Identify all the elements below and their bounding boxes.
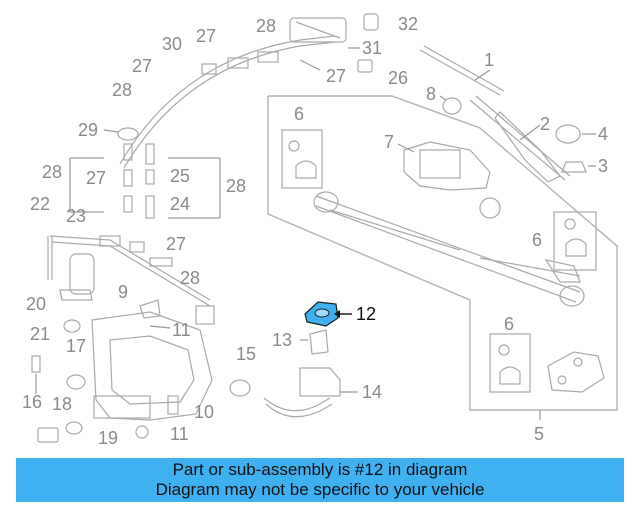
- callout-32: 32: [398, 14, 418, 34]
- banner-line-1: Part or sub-assembly is #12 in diagram: [172, 460, 468, 479]
- banner-line-2: Diagram may not be specific to your vehi…: [155, 480, 485, 499]
- callout-21: 21: [30, 324, 50, 344]
- callout-16: 16: [22, 392, 42, 412]
- callout-18: 18: [52, 394, 72, 414]
- detail-box-6-top: [281, 129, 323, 189]
- callout-30: 30: [162, 34, 182, 54]
- callout-13: 13: [272, 330, 292, 350]
- cap-parts: [439, 95, 596, 173]
- small-parts-lower-left: [31, 355, 179, 443]
- callout-28-b: 28: [112, 80, 132, 100]
- part-12-highlighted: [304, 301, 352, 327]
- callout-14: 14: [362, 382, 382, 402]
- callout-23: 23: [66, 206, 86, 226]
- callout-10: 10: [194, 402, 214, 422]
- callout-28-e: 28: [180, 268, 200, 288]
- washer-nozzle-assembly: [229, 329, 358, 418]
- callout-27-e: 27: [166, 234, 186, 254]
- callout-15: 15: [236, 344, 256, 364]
- callout-24: 24: [170, 194, 190, 214]
- callout-5: 5: [534, 424, 544, 444]
- callout-11-b: 11: [170, 424, 189, 444]
- mounting-bracket: [547, 351, 605, 393]
- callout-27-c: 27: [326, 66, 346, 86]
- callout-17: 17: [66, 336, 86, 356]
- callout-27-d: 27: [86, 168, 106, 188]
- callout-27-a: 27: [132, 56, 152, 76]
- callout-6-bottom: 6: [504, 314, 514, 334]
- callout-31: 31: [362, 38, 382, 58]
- callout-4: 4: [598, 124, 608, 144]
- washer-pump: [59, 253, 95, 333]
- washer-fittings-left: [69, 127, 221, 219]
- callout-6-top: 6: [294, 104, 304, 124]
- callout-8: 8: [426, 84, 436, 104]
- callout-11-a: 11: [172, 320, 191, 340]
- washer-hose-lower: [47, 235, 215, 325]
- info-banner: Part or sub-assembly is #12 in diagram D…: [16, 458, 624, 502]
- detail-box-6-right: [553, 211, 597, 271]
- callout-2: 2: [540, 114, 550, 134]
- callout-29: 29: [78, 120, 98, 140]
- wiper-motor: [397, 141, 491, 191]
- callout-12: 12: [356, 304, 376, 324]
- callout-27-b: 27: [196, 26, 216, 46]
- detail-box-6-bottom: [489, 333, 531, 393]
- callout-25: 25: [170, 166, 190, 186]
- assembly-frame-outline: [267, 95, 618, 420]
- callout-28-d: 28: [226, 176, 246, 196]
- callout-1: 1: [484, 50, 494, 70]
- callout-7: 7: [384, 132, 394, 152]
- callout-22: 22: [30, 194, 50, 214]
- wiper-blade: [419, 45, 571, 183]
- washer-reservoir: [91, 299, 213, 421]
- callout-19: 19: [98, 428, 118, 448]
- callout-9: 9: [118, 282, 128, 302]
- callout-3: 3: [598, 156, 608, 176]
- callout-20: 20: [26, 294, 46, 314]
- callout-26: 26: [388, 68, 408, 88]
- wiper-linkage: [313, 191, 585, 307]
- callout-labels: 1 2 3 4 5 6 6 6 7 8 9 10 11 11 12 13 14 …: [22, 14, 608, 448]
- callout-6-right: 6: [532, 230, 542, 250]
- callout-28-a: 28: [256, 16, 276, 36]
- callout-28-c: 28: [42, 162, 62, 182]
- washer-hose-upper: [119, 13, 379, 169]
